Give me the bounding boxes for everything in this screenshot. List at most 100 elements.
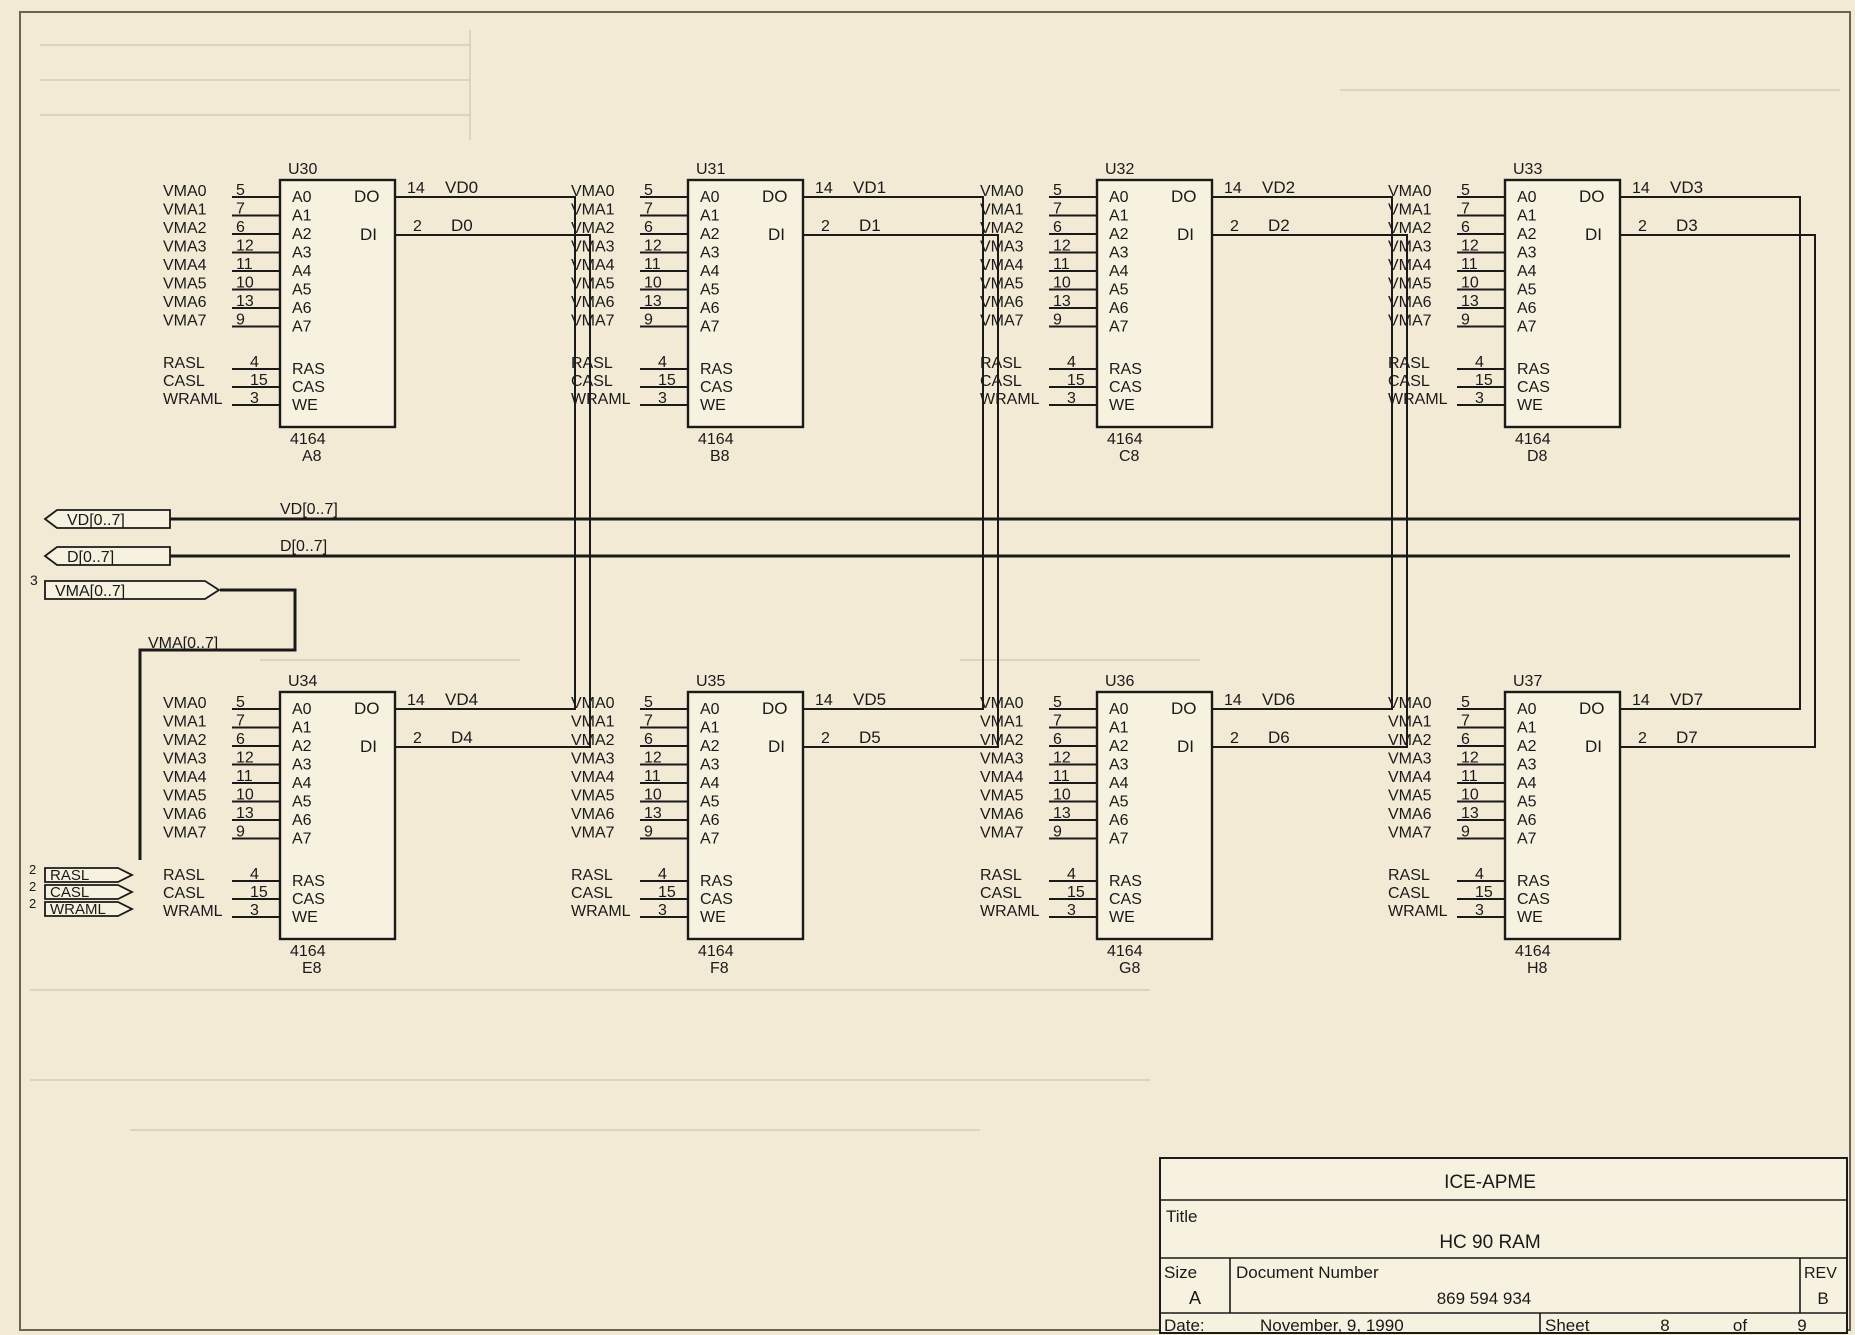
address-pin-number: 5 [1053, 694, 1062, 711]
address-net-label: VMA7 [163, 313, 207, 330]
address-pin-number: 9 [1053, 824, 1062, 841]
chip-ref: U37 [1513, 673, 1542, 690]
pin-a2: A2 [1517, 226, 1537, 243]
chip-ref: U33 [1513, 161, 1542, 178]
bus-tap-u30 [395, 196, 591, 556]
pin-a5: A5 [1517, 794, 1537, 811]
address-net-label: VMA1 [1388, 202, 1432, 219]
address-pin-number: 5 [1461, 694, 1470, 711]
address-net-label: VMA3 [1388, 239, 1432, 256]
do-pin-number: 14 [1224, 180, 1242, 197]
di-pin-number: 2 [1230, 730, 1239, 747]
port-label: VMA[0..7] [55, 583, 125, 600]
pin-do: DO [354, 699, 380, 718]
sheet-total: 9 [1797, 1316, 1806, 1335]
pin-a6: A6 [1517, 812, 1537, 829]
control-net-label: RASL [980, 867, 1022, 884]
address-pin-number: 6 [644, 219, 653, 236]
pin-we: WE [1109, 909, 1135, 926]
company-name: ICE-APME [1444, 1172, 1536, 1193]
port-label: D[0..7] [67, 549, 114, 566]
address-net-label: VMA1 [571, 202, 615, 219]
control-pin-number: 4 [658, 866, 667, 883]
address-pin-number: 12 [644, 238, 662, 255]
do-net-label: VD0 [445, 178, 478, 197]
address-net-label: VMA2 [571, 220, 615, 237]
address-pin-number: 9 [644, 824, 653, 841]
control-net-label: WRAML [1388, 391, 1448, 408]
di-pin-number: 2 [1638, 730, 1647, 747]
address-net-label: VMA0 [571, 695, 615, 712]
bus-tap-u36 [1212, 519, 1408, 748]
do-net-label: VD2 [1262, 178, 1295, 197]
do-tap-wire [395, 519, 576, 710]
document-number-label: Document Number [1236, 1263, 1379, 1282]
control-net-label: WRAML [980, 903, 1040, 920]
control-pin-number: 15 [1475, 884, 1493, 901]
pin-cas: CAS [1517, 891, 1550, 908]
address-pin-number: 7 [1053, 201, 1062, 218]
bus-port-vd: VD[0..7]VD[0..7] [43, 501, 338, 529]
di-net-label: D3 [1676, 216, 1698, 235]
address-pin-number: 6 [236, 731, 245, 748]
pin-a6: A6 [292, 812, 312, 829]
pin-a3: A3 [1517, 245, 1537, 262]
pin-we: WE [1517, 909, 1543, 926]
address-pin-number: 13 [1053, 805, 1071, 822]
do-pin-number: 14 [815, 180, 833, 197]
chip-part: 4164 [698, 431, 734, 448]
di-pin-number: 2 [413, 730, 422, 747]
pin-a2: A2 [292, 738, 312, 755]
date-label: Date: [1164, 1316, 1205, 1335]
address-pin-number: 12 [236, 750, 254, 767]
date-value: November, 9, 1990 [1260, 1316, 1404, 1335]
control-pin-number: 15 [1067, 884, 1085, 901]
control-net-label: WRAML [571, 903, 631, 920]
address-pin-number: 12 [1461, 750, 1479, 767]
pin-a1: A1 [700, 208, 720, 225]
di-net-label: D1 [859, 216, 881, 235]
pin-we: WE [1517, 397, 1543, 414]
port-label: CASL [50, 884, 89, 901]
pin-a2: A2 [1109, 226, 1129, 243]
address-net-label: VMA6 [1388, 806, 1432, 823]
pin-a7: A7 [1517, 831, 1537, 848]
di-net-label: D7 [1676, 728, 1698, 747]
pin-do: DO [1579, 699, 1605, 718]
chip-part: 4164 [1515, 943, 1551, 960]
port-shape [44, 884, 135, 900]
address-pin-number: 9 [1053, 312, 1062, 329]
control-pin-number: 3 [250, 390, 259, 407]
pin-di: DI [768, 737, 785, 756]
do-net-label: VD6 [1262, 690, 1295, 709]
address-net-label: VMA6 [163, 294, 207, 311]
pin-a2: A2 [700, 226, 720, 243]
do-tap-wire [1212, 196, 1393, 519]
pin-ras: RAS [1109, 873, 1142, 890]
control-pin-number: 4 [1475, 866, 1484, 883]
chip-location: G8 [1119, 960, 1140, 977]
address-net-label: VMA1 [980, 714, 1024, 731]
port-shape [44, 867, 135, 883]
pin-a1: A1 [700, 720, 720, 737]
address-pin-number: 7 [1053, 713, 1062, 730]
control-pin-number: 4 [250, 354, 259, 371]
sheet-label: Sheet [1545, 1316, 1590, 1335]
bus-port-d: D[0..7]D[0..7] [43, 538, 327, 566]
port-shape [43, 546, 171, 566]
address-net-label: VMA0 [163, 695, 207, 712]
control-net-label: WRAML [980, 391, 1040, 408]
pin-do: DO [762, 699, 788, 718]
do-net-label: VD3 [1670, 178, 1703, 197]
address-net-label: VMA4 [980, 257, 1024, 274]
address-net-label: VMA6 [980, 806, 1024, 823]
control-pin-number: 15 [1475, 372, 1493, 389]
pin-a4: A4 [1109, 263, 1129, 280]
pin-a6: A6 [1517, 300, 1537, 317]
di-net-label: D0 [451, 216, 473, 235]
